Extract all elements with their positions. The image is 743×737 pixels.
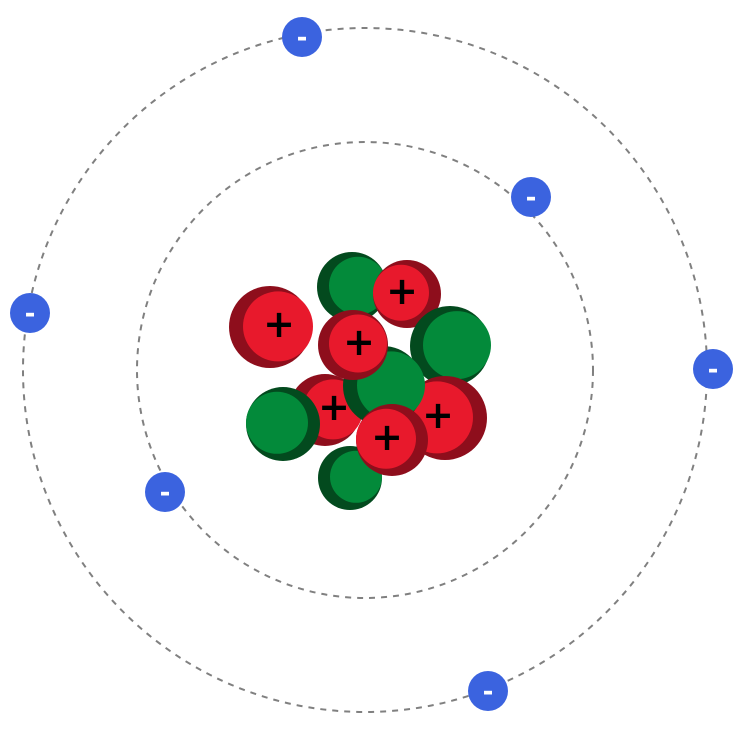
electron: - [145, 472, 185, 512]
electron: - [282, 17, 322, 57]
neutron [410, 306, 491, 386]
electron: - [511, 177, 551, 217]
electron: - [10, 293, 50, 333]
electron: - [693, 349, 733, 389]
electron: - [468, 671, 508, 711]
neutron [246, 387, 320, 461]
proton-plus-sign: + [422, 393, 454, 437]
nucleus: ++++++ [229, 252, 491, 510]
proton-plus-sign: + [386, 269, 418, 313]
proton-plus-sign: + [343, 320, 375, 364]
proton: + [318, 310, 388, 380]
electron-minus-sign: - [160, 478, 171, 508]
proton: + [356, 404, 428, 476]
electron-minus-sign: - [483, 677, 494, 707]
electrons: - - - - - - [10, 17, 733, 711]
proton: + [373, 260, 441, 328]
proton: + [229, 286, 313, 368]
proton-plus-sign: + [371, 415, 403, 459]
electron-minus-sign: - [526, 183, 537, 213]
orbit-shell-1 [136, 141, 594, 599]
proton-plus-sign: + [263, 302, 295, 346]
electron-minus-sign: - [25, 299, 36, 329]
electron-minus-sign: - [297, 23, 308, 53]
electron-minus-sign: - [708, 355, 719, 385]
neutron [317, 252, 387, 322]
